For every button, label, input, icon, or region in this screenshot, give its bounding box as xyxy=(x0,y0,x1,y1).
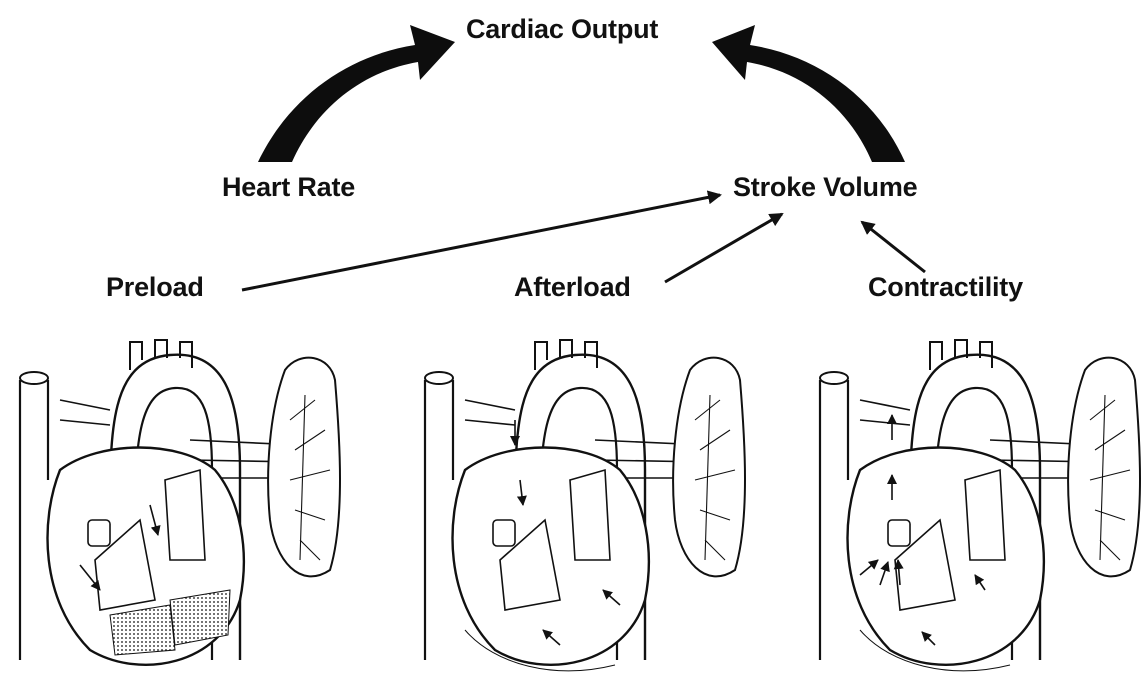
arrow-stroke-volume-to-cardiac-output xyxy=(712,25,905,162)
heart-illustration-afterload xyxy=(425,340,745,671)
node-stroke-volume: Stroke Volume xyxy=(733,172,917,203)
arrow-afterload-to-stroke-volume xyxy=(665,214,782,282)
node-heart-rate: Heart Rate xyxy=(222,172,355,203)
node-afterload: Afterload xyxy=(514,272,631,303)
heart-illustration-contractility xyxy=(820,340,1140,671)
heart-illustration-preload xyxy=(20,340,340,665)
node-contractility: Contractility xyxy=(868,272,1023,303)
node-preload: Preload xyxy=(106,272,204,303)
arrow-heart-rate-to-cardiac-output xyxy=(258,25,455,162)
node-cardiac-output: Cardiac Output xyxy=(466,14,658,45)
arrow-contractility-to-stroke-volume xyxy=(862,222,925,272)
arrow-preload-to-stroke-volume xyxy=(242,195,720,290)
